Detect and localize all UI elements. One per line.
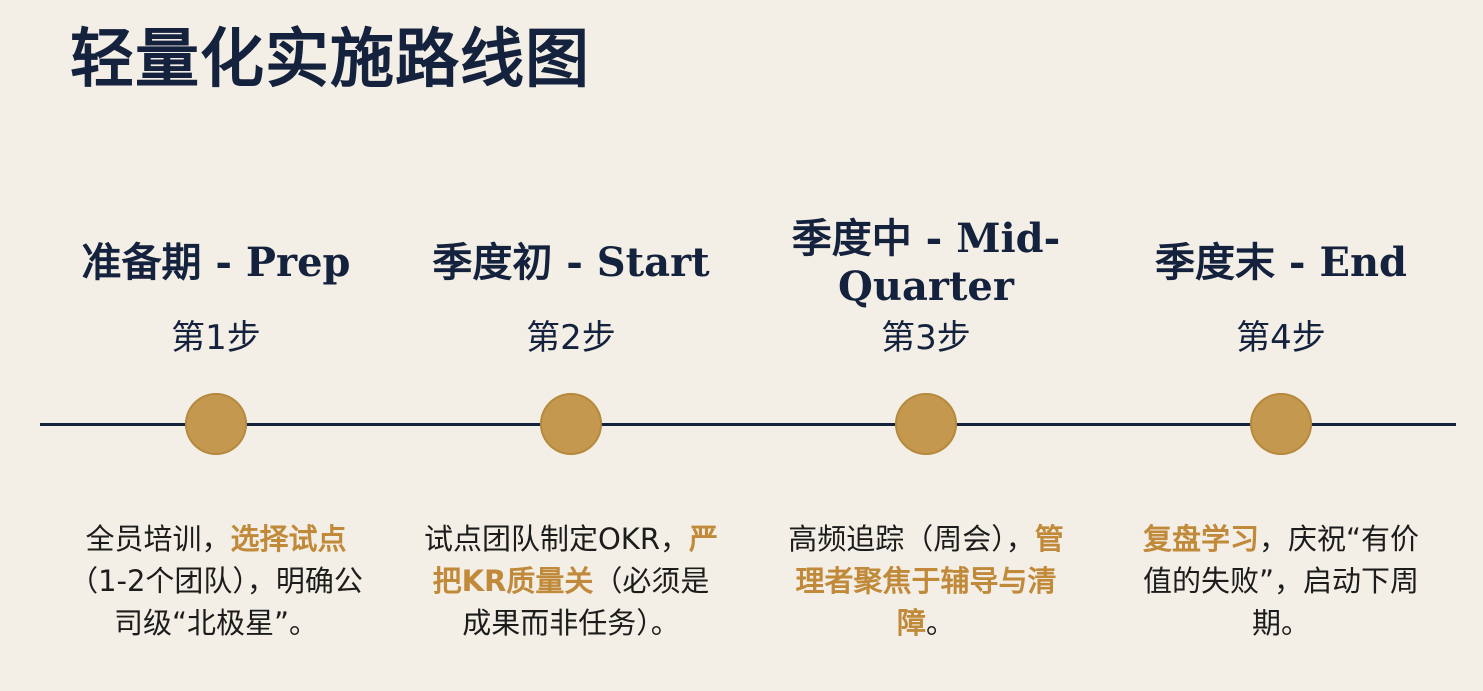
stage-description: 高频追踪（周会），管理者聚焦于辅导与清障。 [776, 518, 1076, 644]
timeline-node [895, 393, 957, 455]
timeline-node [540, 393, 602, 455]
timeline-node [185, 393, 247, 455]
description-highlight: 严把KR质量关 [432, 522, 718, 598]
step-label: 第2步 [526, 318, 616, 358]
description-text: ，庆祝“有价值的失败”，启动下周期。 [1142, 522, 1420, 640]
description-highlight: 复盘学习 [1142, 522, 1259, 556]
step-label: 第1步 [171, 318, 261, 358]
stage-prep: 准备期 - Prep 第1步 全员培训，选择试点 （1-2个团队），明确公司级“北… [46, 0, 386, 691]
stage-title: 季度末 - End [1155, 239, 1407, 286]
description-text: （1-2个团队），明确公司级“北极星”。 [69, 564, 363, 640]
stage-title: 季度初 - Start [432, 239, 710, 286]
step-label: 第4步 [1236, 318, 1326, 358]
description-text: （必须是成果而非任务）。 [462, 564, 710, 640]
stage-description: 全员培训，选择试点 （1-2个团队），明确公司级“北极星”。 [66, 518, 366, 644]
timeline-line [40, 423, 1456, 426]
stage-start: 季度初 - Start 第2步 试点团队制定OKR，严把KR质量关（必须是成果而… [401, 0, 741, 691]
stage-title: 季度中 - Mid-Quarter [791, 215, 1061, 310]
description-text: 全员培训， [85, 522, 231, 556]
page-title: 轻量化实施路线图 [70, 22, 590, 97]
description-text: 试点团队制定OKR， [423, 522, 689, 556]
stage-end: 季度末 - End 第4步 复盘学习，庆祝“有价值的失败”，启动下周期。 [1111, 0, 1451, 691]
stage-mid-quarter: 季度中 - Mid-Quarter 第3步 高频追踪（周会），管理者聚焦于辅导与… [756, 0, 1096, 691]
stage-title: 准备期 - Prep [81, 239, 351, 286]
stage-description: 试点团队制定OKR，严把KR质量关（必须是成果而非任务）。 [421, 518, 721, 644]
stage-description: 复盘学习，庆祝“有价值的失败”，启动下周期。 [1131, 518, 1431, 644]
timeline-node [1250, 393, 1312, 455]
step-label: 第3步 [881, 318, 971, 358]
description-text: 。 [926, 606, 956, 640]
description-text: 高频追踪（周会）， [788, 522, 1035, 556]
description-highlight: 选择试点 [230, 522, 347, 556]
description-highlight: 管理者聚焦于辅导与清障 [795, 522, 1064, 640]
